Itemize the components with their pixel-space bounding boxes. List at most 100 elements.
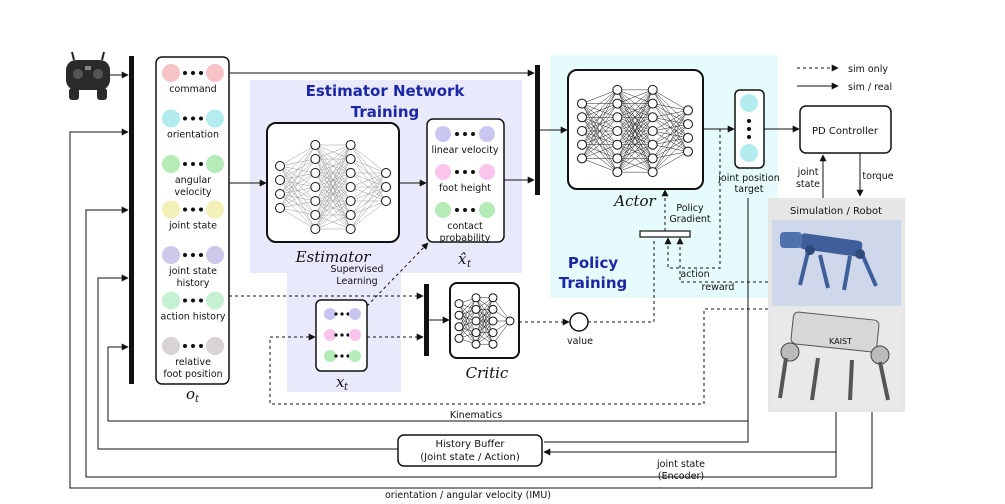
estimator-neuron bbox=[310, 168, 321, 178]
estimator-neuron bbox=[345, 210, 356, 220]
actor-neuron bbox=[612, 153, 623, 164]
actor-label: Actor bbox=[612, 192, 656, 210]
observation-item-dot bbox=[183, 162, 187, 166]
estimated-state-item-dot bbox=[471, 208, 475, 212]
observation-item-label: action history bbox=[161, 312, 226, 323]
estimator-neuron bbox=[381, 182, 391, 192]
critic-neuron bbox=[471, 339, 481, 349]
observation-item-dot bbox=[199, 207, 203, 212]
actor-edge bbox=[617, 89, 653, 132]
actor-edge bbox=[617, 158, 653, 173]
estimator-edge bbox=[350, 158, 387, 174]
actor-neuron bbox=[612, 112, 623, 123]
actor-edge bbox=[617, 89, 653, 173]
observation-item-node bbox=[162, 200, 180, 219]
estimator-network-graph bbox=[275, 140, 391, 234]
critic-edge bbox=[475, 309, 494, 345]
critic-neuron bbox=[471, 316, 481, 326]
estimated-state-item-node bbox=[479, 202, 495, 218]
true-state-dot bbox=[334, 312, 338, 316]
critic-neuron bbox=[471, 328, 481, 338]
observation-item-dot bbox=[191, 71, 195, 75]
actor-neuron bbox=[577, 98, 587, 109]
estimator-edge bbox=[279, 144, 316, 167]
estimator-neuron bbox=[275, 189, 285, 199]
observation-item-dot bbox=[191, 298, 195, 303]
actor-neuron bbox=[683, 105, 693, 116]
true-state-node bbox=[324, 329, 336, 341]
observation-item-node bbox=[162, 109, 180, 128]
torque-label: torque bbox=[862, 171, 893, 182]
estimator-edge bbox=[279, 207, 316, 216]
estimated-state-subscript: t bbox=[467, 259, 472, 270]
actor-edge bbox=[617, 103, 653, 173]
dash-sim-to-state bbox=[269, 308, 768, 405]
estimated-state-item-dot bbox=[463, 208, 467, 212]
estimated-state-label: foot height bbox=[439, 183, 491, 194]
estimated-state-item-dot bbox=[463, 132, 467, 136]
estimated-state-item-dot bbox=[463, 170, 467, 174]
arrow-encoder-to-bar bbox=[85, 206, 837, 478]
actor-neuron bbox=[647, 126, 658, 136]
actor-edge bbox=[617, 144, 653, 173]
supervised-learning-line1: Supervised bbox=[331, 264, 384, 275]
observation-item-node bbox=[206, 337, 224, 355]
estimator-edge bbox=[315, 200, 351, 230]
estimator-neuron bbox=[310, 182, 321, 192]
remote-controller-icon bbox=[66, 51, 110, 100]
observation-item-label: angular bbox=[175, 175, 211, 186]
observation-item-dot bbox=[199, 344, 203, 348]
actor-concat-bar bbox=[535, 65, 540, 195]
observation-item-node bbox=[162, 291, 180, 310]
observation-item-dot bbox=[183, 71, 187, 75]
critic-neuron bbox=[488, 339, 498, 349]
actor-edge bbox=[581, 89, 618, 118]
actor-edge bbox=[617, 117, 653, 173]
observation-item-label: relative bbox=[175, 357, 211, 368]
estimated-state-item-node bbox=[479, 126, 495, 142]
observation-item-label: orientation bbox=[167, 130, 219, 141]
actor-neuron bbox=[612, 84, 623, 95]
true-state-dot bbox=[340, 354, 344, 358]
observation-item-dot bbox=[199, 298, 203, 303]
policy-title-line1: Policy bbox=[568, 254, 618, 272]
actor-edge bbox=[652, 110, 689, 159]
observation-item-label: history bbox=[177, 278, 210, 289]
actor-edge bbox=[652, 123, 689, 173]
estimated-state-item-dot bbox=[455, 170, 459, 174]
actor-edge bbox=[581, 130, 618, 159]
estimator-edge bbox=[350, 172, 387, 188]
critic-neuron bbox=[454, 299, 464, 309]
observation-item-node bbox=[206, 155, 224, 173]
estimated-state-item-dot bbox=[455, 132, 459, 136]
actor-edge bbox=[652, 110, 689, 132]
true-state-dot bbox=[346, 333, 350, 337]
real-robot-logo-text: KAIST bbox=[829, 337, 852, 346]
actor-edge bbox=[617, 89, 653, 145]
true-state-dot bbox=[334, 354, 338, 358]
estimator-edge bbox=[279, 200, 316, 209]
observation-item-dot bbox=[191, 344, 195, 348]
joint-target-node bbox=[740, 144, 758, 162]
arrow-imu-to-bar bbox=[69, 128, 873, 489]
actor-neuron bbox=[647, 153, 658, 164]
estimator-edge bbox=[315, 186, 351, 230]
actor-edge bbox=[652, 103, 689, 111]
actor-neuron bbox=[647, 167, 658, 178]
actor-edge bbox=[581, 89, 618, 104]
estimator-label: Estimator bbox=[295, 248, 372, 266]
observation-item-node bbox=[162, 246, 180, 264]
actor-neuron bbox=[647, 84, 658, 95]
estimator-neuron bbox=[381, 168, 391, 178]
actor-neuron bbox=[683, 146, 693, 157]
actor-edge bbox=[581, 117, 618, 159]
estimator-neuron bbox=[310, 196, 321, 206]
actor-edge bbox=[581, 89, 618, 132]
critic-edge bbox=[492, 297, 511, 322]
estimated-state-item-node bbox=[479, 164, 495, 180]
policy-gradient-line2: Gradient bbox=[669, 214, 711, 225]
true-state-items bbox=[324, 308, 361, 362]
true-state-symbol: x bbox=[336, 373, 345, 391]
policy-gradient-bar bbox=[639, 230, 691, 238]
